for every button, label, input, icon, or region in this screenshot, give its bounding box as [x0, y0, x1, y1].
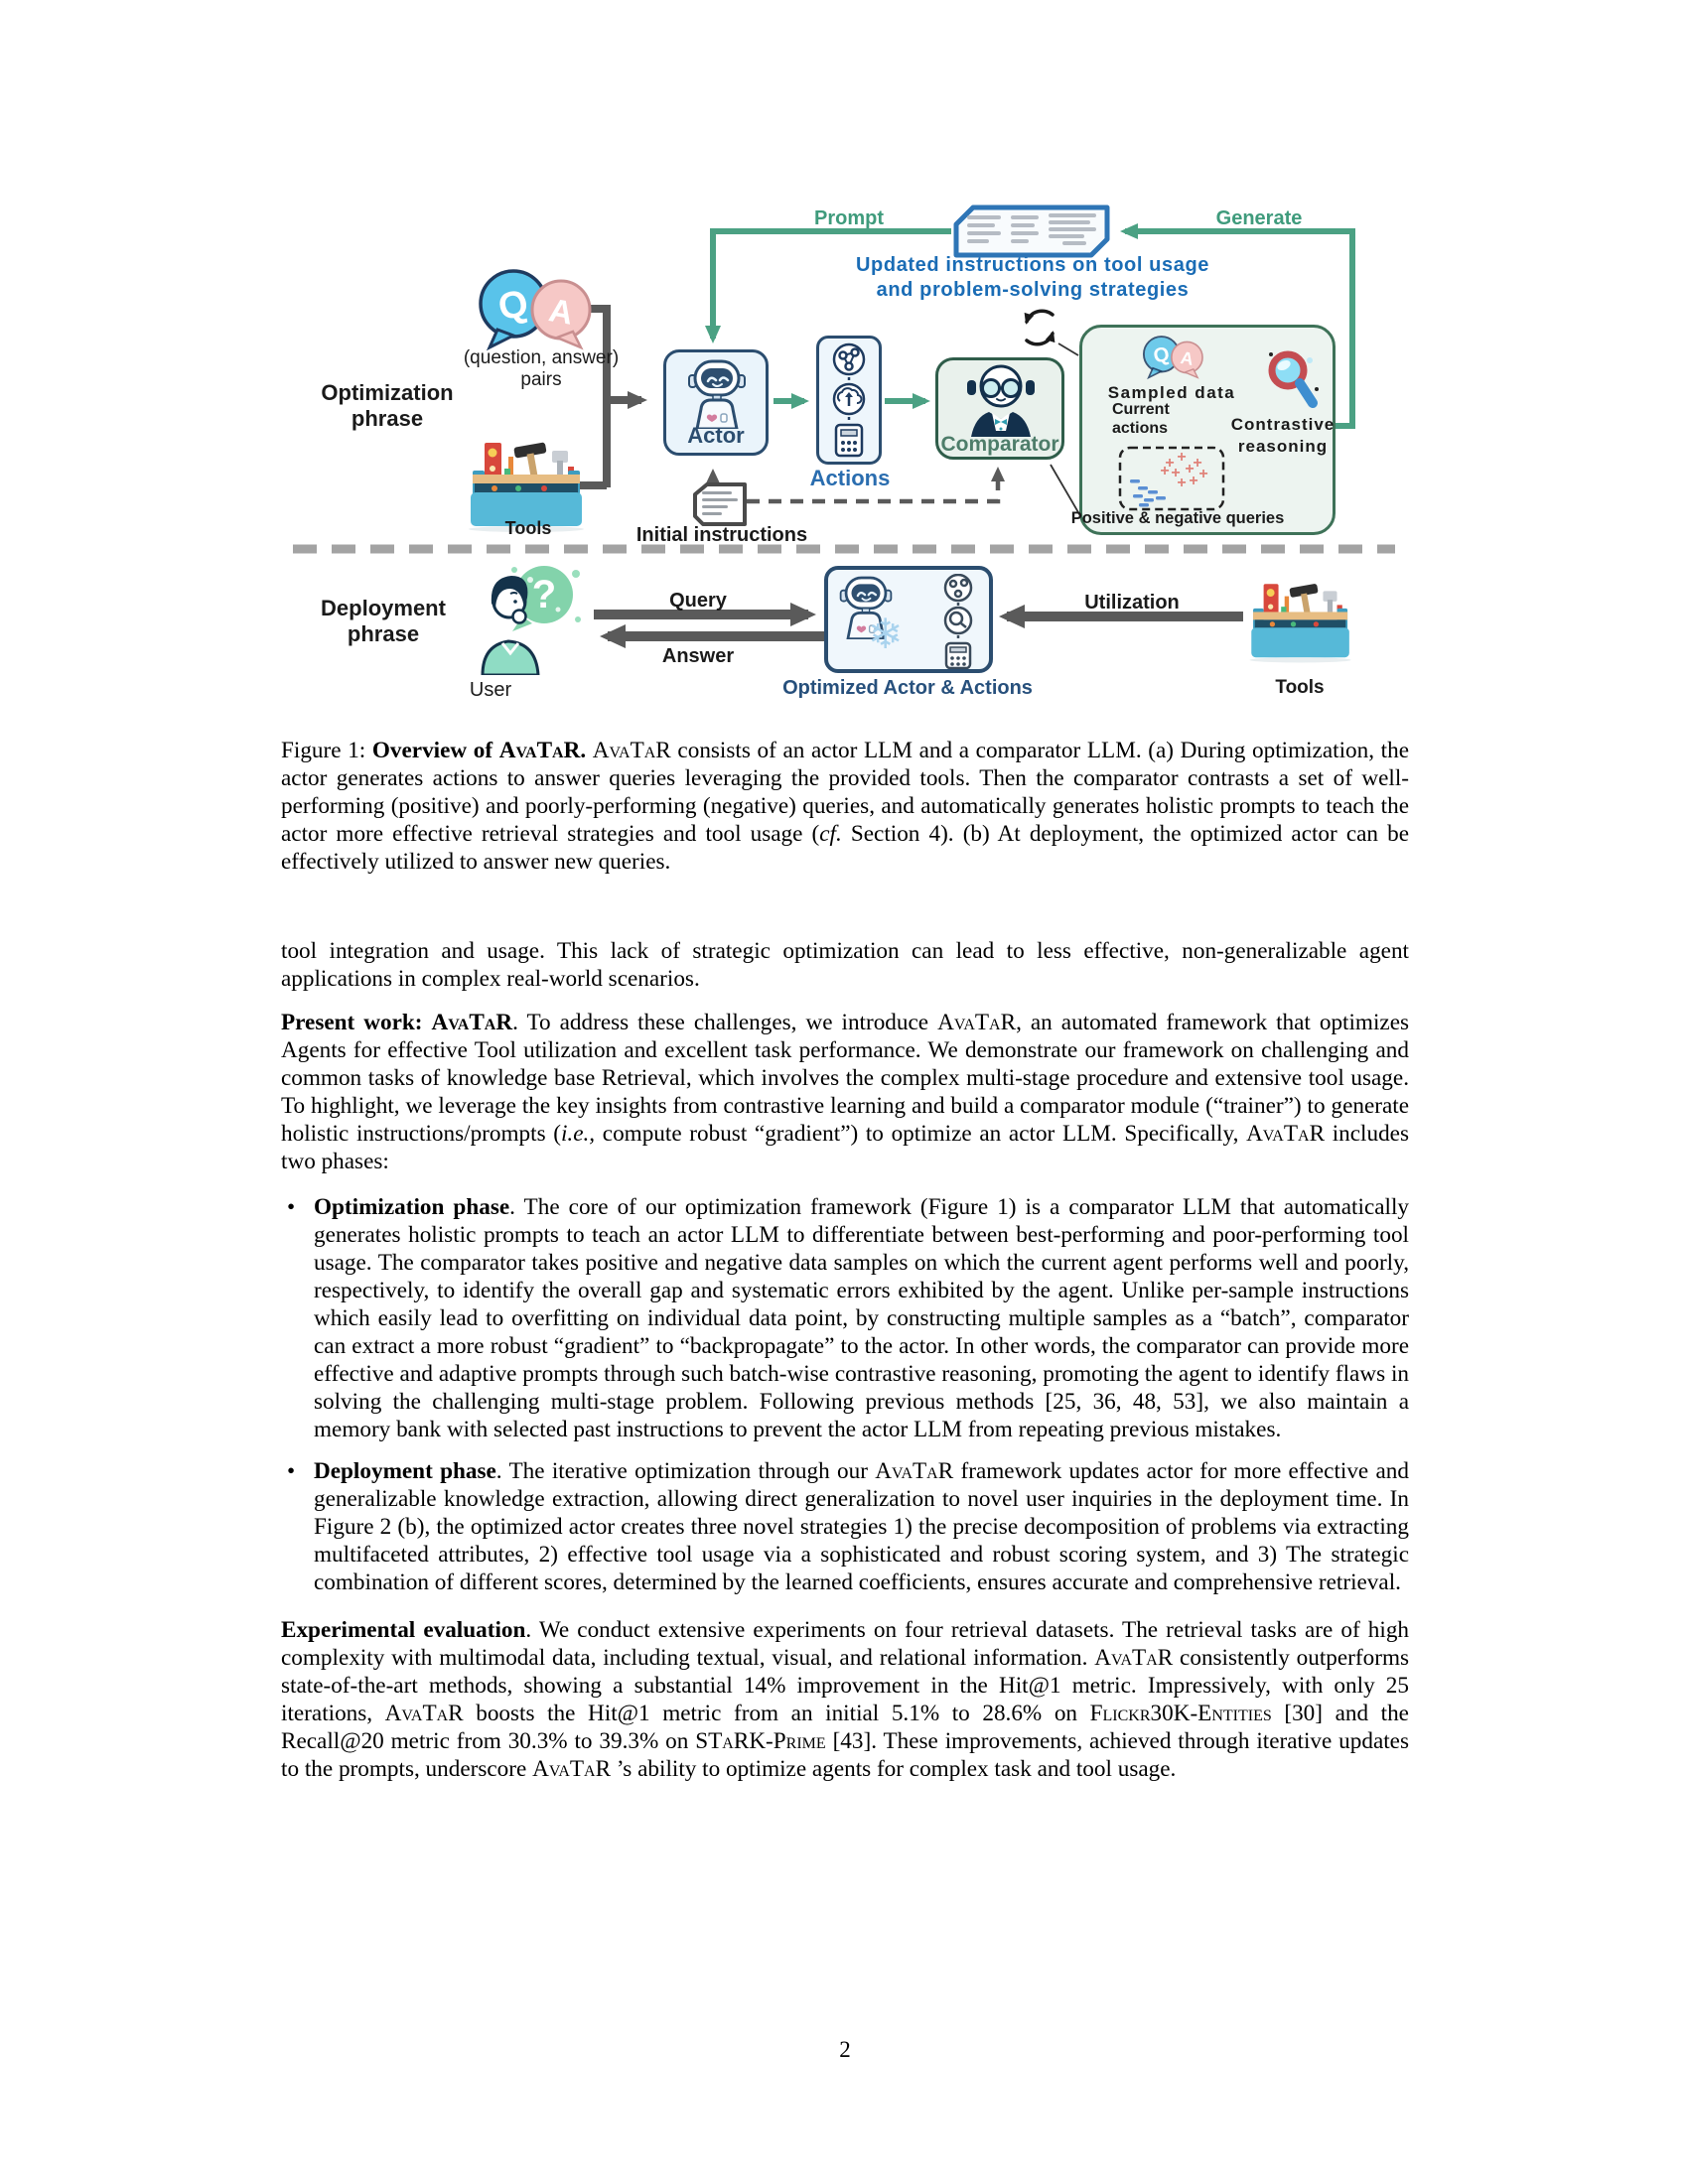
query-label: Query — [669, 590, 727, 612]
sampled-data-label: Sampled data — [1107, 383, 1236, 402]
pos-neg-scatter: +++ +++ +++ — [1118, 446, 1225, 511]
answer-label: Answer — [661, 645, 735, 667]
pos-neg-queries-label: Positive & negative queries — [1070, 509, 1285, 527]
svg-text:+: + — [1177, 475, 1186, 491]
comparator-label: Comparator — [940, 433, 1059, 456]
contrastive-magnifier-icon — [1268, 350, 1319, 408]
tools-icon-bottom — [1249, 584, 1351, 663]
prompt-label: Prompt — [814, 207, 884, 229]
tools-label-bottom: Tools — [1275, 677, 1325, 698]
svg-text:+: + — [1198, 466, 1207, 482]
generate-label: Generate — [1215, 207, 1303, 229]
question-answer-icon: Q A — [479, 269, 592, 351]
svg-text:+: + — [1193, 455, 1201, 472]
svg-text:+: + — [1177, 449, 1186, 466]
paragraph-experimental: Experimental evaluation. We conduct exte… — [281, 1617, 1410, 1782]
phase-bullet-list: • Optimization phase. The core of our op… — [281, 1193, 1409, 1596]
current-actions-label-line2: actions — [1112, 420, 1169, 437]
optimized-actor-robot-icon — [839, 576, 893, 639]
optimized-actor-actions-label: Optimized Actor & Actions — [782, 677, 1033, 699]
qa-pairs-label-line1: (question, answer) — [463, 347, 620, 368]
qa-pairs-label-line2: pairs — [520, 369, 562, 390]
figure-caption: Figure 1: Overview of AvaTaR. AvaTaR con… — [281, 738, 1409, 875]
deployment-phase-label-line1: Deployment — [321, 596, 446, 620]
svg-text:Q: Q — [1152, 343, 1172, 368]
svg-text:?: ? — [532, 573, 556, 616]
bullet-optimization-phase: • Optimization phase. The core of our op… — [281, 1193, 1409, 1443]
optimized-actions-icons — [943, 574, 973, 669]
sampled-qa-icon: Q A — [1142, 336, 1203, 380]
svg-text:+: + — [1160, 463, 1169, 479]
bullet-marker: • — [287, 1194, 296, 1220]
comparator-robot-icon — [967, 364, 1035, 437]
initial-instructions-label: Initial instructions — [635, 524, 808, 546]
user-icon: ? — [481, 566, 581, 675]
optimization-phase-label-line1: Optimization — [321, 380, 454, 405]
bullet-deployment-text: Deployment phase. The iterative optimiza… — [314, 1458, 1409, 1595]
contrastive-reasoning-label-line2: reasoning — [1237, 437, 1329, 456]
bullet-optimization-text: Optimization phase. The core of our opti… — [314, 1194, 1410, 1442]
svg-text:+: + — [1171, 465, 1180, 481]
utilization-label: Utilization — [1084, 592, 1180, 614]
tools-label-top: Tools — [504, 518, 552, 538]
updated-instructions-line2: and problem-solving strategies — [876, 279, 1190, 301]
tools-icon-top — [469, 442, 584, 532]
actor-robot-icon — [688, 359, 746, 429]
paragraph-present-work: Present work: AvaTaR. To address these c… — [281, 1010, 1410, 1174]
current-actions-label-line1: Current — [1112, 401, 1170, 418]
actions-label: Actions — [809, 466, 891, 490]
svg-text:+: + — [1185, 461, 1194, 478]
paragraph-intro: tool integration and usage. This lack of… — [281, 938, 1409, 992]
svg-text:+: + — [1165, 455, 1174, 472]
optimization-phase-label-line2: phrase — [351, 406, 424, 431]
initial-instructions-doc-icon — [693, 482, 747, 526]
svg-text:A: A — [1179, 347, 1195, 369]
actions-icons — [832, 342, 866, 458]
updated-instructions-doc-icon — [953, 205, 1110, 258]
user-label: User — [469, 679, 512, 701]
deployment-phase-label-line2: phrase — [347, 621, 420, 646]
text-column: Figure 1: Overview of AvaTaR. AvaTaR con… — [281, 737, 1409, 1783]
page-number: 2 — [839, 2037, 851, 2062]
frozen-snowflake-icon: ❄ — [868, 610, 904, 658]
cycle-icon — [1024, 309, 1055, 346]
svg-text:+: + — [1189, 473, 1197, 489]
bullet-marker: • — [287, 1458, 296, 1484]
actor-label: Actor — [687, 423, 745, 448]
contrastive-reasoning-label-line1: Contrastive — [1230, 415, 1336, 434]
updated-instructions-line1: Updated instructions on tool usage — [856, 254, 1209, 276]
bullet-deployment-phase: • Deployment phase. The iterative optimi… — [281, 1457, 1409, 1596]
